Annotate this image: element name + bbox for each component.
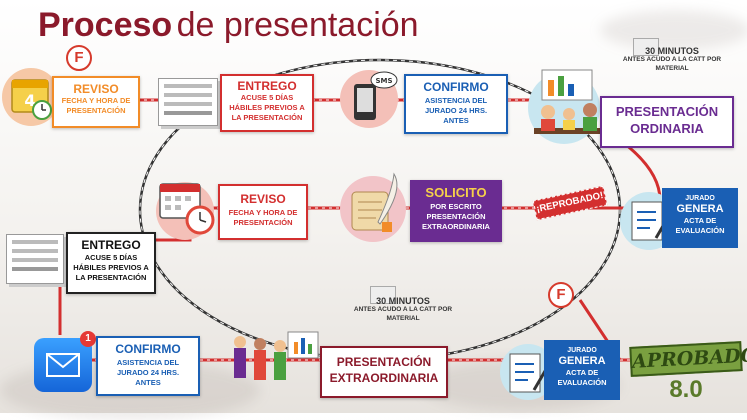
fail-mark: F xyxy=(66,45,92,71)
step-confirmo-2-text: ASISTENCIA DEL JURADO 24 HRS. ANTES xyxy=(116,358,180,387)
note-30-minutos-2: 30 MINUTOS ANTES ACUDO A LA CATT POR MAT… xyxy=(348,296,458,324)
jurado-genera-acta-1: JURADO GENERA ACTA DE EVALUACIÓN xyxy=(662,188,738,248)
step-solicito-text: POR ESCRITO PRESENTACIÓN EXTRAORDINARIA xyxy=(422,202,490,231)
step-entrego-1-text: ACUSE 5 DÍAS HÁBILES PREVIOS A LA PRESEN… xyxy=(229,93,305,122)
note-1-text: ANTES ACUDO A LA CATT POR MATERIAL xyxy=(622,56,722,72)
step-presentacion-extraordinaria-title: PRESENTACIÓN EXTRAORDINARIA xyxy=(329,355,439,385)
jurado-1-action: GENERA xyxy=(676,203,724,216)
note-2-time: 30 MINUTOS xyxy=(376,296,430,306)
document-stack-icon xyxy=(6,234,64,284)
quill-scroll-icon xyxy=(351,172,398,232)
step-confirmo-2-title: CONFIRMO xyxy=(115,342,181,356)
step-entrego-1-title: ENTREGO xyxy=(237,79,297,93)
step-presentacion-ordinaria: PRESENTACIÓN ORDINARIA xyxy=(600,96,734,148)
step-entrego-2-title: ENTREGO xyxy=(81,238,141,252)
mail-notification-badge: 1 xyxy=(80,331,96,347)
step-presentacion-ordinaria-title: PRESENTACIÓN ORDINARIA xyxy=(615,104,719,136)
document-stack-icon xyxy=(158,78,218,126)
sms-label: SMS xyxy=(375,77,392,85)
step-entrego-2: ENTREGO ACUSE 5 DÍAS HÁBILES PREVIOS A L… xyxy=(66,232,156,294)
step-reviso-1-title: REVISO xyxy=(73,82,119,96)
step-reviso-2: REVISO FECHA Y HORA DE PRESENTACIÓN xyxy=(218,184,308,240)
step-entrego-1: ENTREGO ACUSE 5 DÍAS HÁBILES PREVIOS A L… xyxy=(220,74,314,132)
title-part1: Proceso xyxy=(38,6,173,44)
presentation-illustration xyxy=(234,331,319,380)
note-30-minutos-1: 30 MINUTOS ANTES ACUDO A LA CATT POR MAT… xyxy=(618,46,726,74)
note-pin xyxy=(370,286,396,304)
phone-sms-icon: SMS xyxy=(354,71,398,120)
note-1-time: 30 MINUTOS xyxy=(645,46,699,56)
aprobado-word: APROBADO xyxy=(629,341,747,377)
jurado-2-label: JURADO xyxy=(567,347,597,354)
step-reviso-1-text: FECHA Y HORA DE PRESENTACIÓN xyxy=(61,96,131,115)
evaluation-form-icon xyxy=(509,353,550,393)
step-solicito-title: SOLICITO xyxy=(425,185,487,200)
note-pin xyxy=(633,38,659,56)
fail-mark: F xyxy=(548,282,574,308)
jurado-2-action: GENERA xyxy=(558,355,606,368)
jurado-2-text: ACTA DE EVALUACIÓN xyxy=(557,368,607,387)
background-mountain xyxy=(600,10,747,50)
step-confirmo-1: CONFIRMO ASISTENCIA DEL JURADO 24 HRS. A… xyxy=(404,74,508,134)
step-presentacion-extraordinaria: PRESENTACIÓN EXTRAORDINARIA xyxy=(320,346,448,398)
calendar-alarm-icon xyxy=(159,183,215,235)
step-entrego-2-text: ACUSE 5 DÍAS HÁBILES PREVIOS A LA PRESEN… xyxy=(73,253,149,282)
jurado-1-label: JURADO xyxy=(685,195,715,202)
page-title: Proceso de presentación xyxy=(38,6,458,50)
title-part2: de presentación xyxy=(176,6,419,44)
mail-icon xyxy=(34,338,92,392)
step-reviso-2-title: REVISO xyxy=(240,192,286,206)
step-confirmo-2: CONFIRMO ASISTENCIA DEL JURADO 24 HRS. A… xyxy=(96,336,200,396)
step-reviso-2-text: FECHA Y HORA DE PRESENTACIÓN xyxy=(228,208,298,227)
aprobado-grade: 8.0 xyxy=(669,376,703,403)
jurado-1-text: ACTA DE EVALUACIÓN xyxy=(675,216,725,235)
svg-text:4: 4 xyxy=(24,91,35,110)
calendar-clock-icon: 4 xyxy=(11,79,52,120)
step-reviso-1: REVISO FECHA Y HORA DE PRESENTACIÓN xyxy=(52,76,140,128)
aprobado-stamp: APROBADO 8.0 xyxy=(629,341,747,408)
note-2-text: ANTES ACUDO A LA CATT POR MATERIAL xyxy=(353,306,453,322)
meeting-illustration xyxy=(534,69,604,134)
step-solicito: SOLICITO POR ESCRITO PRESENTACIÓN EXTRAO… xyxy=(410,180,502,242)
step-confirmo-1-title: CONFIRMO xyxy=(423,80,489,94)
jurado-genera-acta-2: JURADO GENERA ACTA DE EVALUACIÓN xyxy=(544,340,620,400)
step-confirmo-1-text: ASISTENCIA DEL JURADO 24 HRS. ANTES xyxy=(424,96,488,125)
